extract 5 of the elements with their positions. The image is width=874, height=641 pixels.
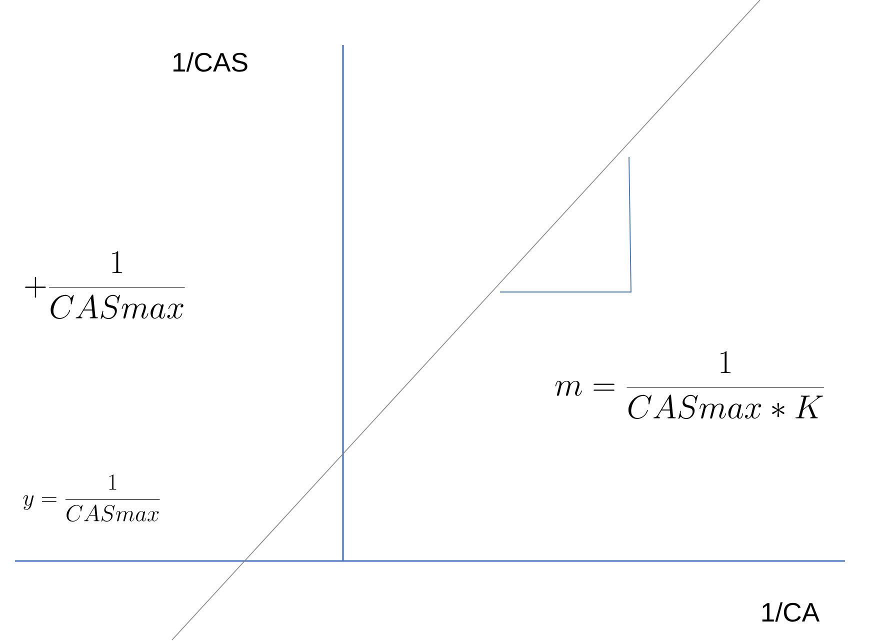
formula: $m=\frac{1}{CASmax*K}$ bbox=[555, 351, 824, 419]
axis-label: 1/CA bbox=[762, 602, 820, 622]
formula: $y=\frac{1}{CASmax}$ bbox=[23, 474, 160, 522]
axis-label: 1/CAS bbox=[174, 52, 248, 72]
formula: $+\frac{1}{CASmax}$ bbox=[25, 251, 185, 319]
